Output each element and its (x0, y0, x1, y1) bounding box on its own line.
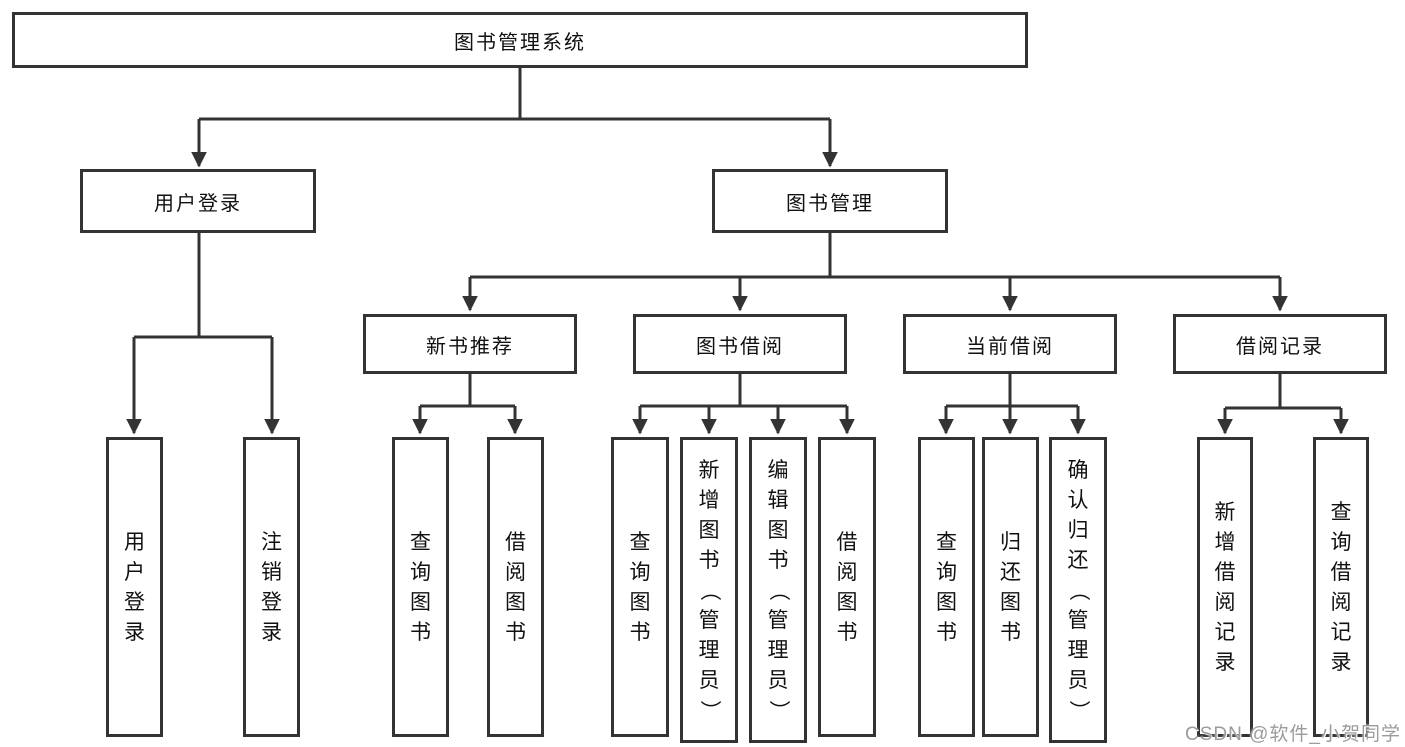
leaf-borrow-add-books-admin: 新增图书（管理员） (680, 437, 738, 743)
leaf-borrow-query-books: 查询图书 (611, 437, 669, 737)
node-new-book-recommend-label: 新书推荐 (426, 335, 514, 358)
leaf-current-confirm-return-admin: 确认归还（管理员） (1049, 437, 1107, 743)
csdn-watermark: CSDN @软件_小贺同学 (1185, 724, 1401, 745)
node-user-login-label: 用户登录 (154, 192, 242, 215)
leaf-borrow-borrow-books-label: 借阅图书 (836, 530, 858, 644)
leaf-user-login-label: 用户登录 (124, 530, 145, 644)
connector-cat4-rail (1225, 374, 1341, 410)
node-root-label: 图书管理系统 (454, 31, 586, 54)
node-new-book-recommend: 新书推荐 (363, 314, 577, 374)
leaf-user-login: 用户登录 (106, 437, 163, 737)
leaf-borrow-add-books-admin-label: 新增图书（管理员） (697, 458, 721, 721)
leaf-recommend-query-books: 查询图书 (392, 437, 449, 737)
node-root-system: 图书管理系统 (12, 12, 1028, 68)
node-borrow-records-label: 借阅记录 (1236, 335, 1324, 358)
leaf-current-query-books: 查询图书 (918, 437, 975, 737)
leaf-current-return-books-label: 归还图书 (1000, 530, 1021, 644)
leaf-records-add-record-label: 新增借阅记录 (1214, 500, 1236, 674)
node-current-borrow: 当前借阅 (903, 314, 1117, 374)
leaf-recommend-query-books-label: 查询图书 (410, 530, 431, 644)
node-book-management-branch: 图书管理 (712, 169, 948, 233)
node-book-borrow: 图书借阅 (633, 314, 847, 374)
leaf-logout-label: 注销登录 (261, 530, 282, 644)
connector-root-rail (199, 68, 830, 121)
connector-login-rail (134, 233, 272, 339)
connector-cat1-rail (420, 374, 515, 408)
leaf-records-query-record-label: 查询借阅记录 (1330, 500, 1352, 674)
node-book-management-label: 图书管理 (786, 192, 874, 215)
leaf-records-query-record: 查询借阅记录 (1313, 437, 1369, 737)
leaf-records-add-record: 新增借阅记录 (1197, 437, 1253, 737)
node-current-borrow-label: 当前借阅 (966, 335, 1054, 358)
node-book-borrow-label: 图书借阅 (696, 335, 784, 358)
leaf-borrow-edit-books-admin: 编辑图书（管理员） (749, 437, 807, 743)
leaf-current-return-books: 归还图书 (982, 437, 1039, 737)
leaf-logout: 注销登录 (243, 437, 300, 737)
leaf-borrow-edit-books-admin-label: 编辑图书（管理员） (766, 458, 790, 721)
leaf-current-confirm-return-admin-label: 确认归还（管理员） (1066, 458, 1090, 721)
leaf-recommend-borrow-books: 借阅图书 (487, 437, 544, 737)
node-borrow-records: 借阅记录 (1173, 314, 1387, 374)
connector-cat2-rail (640, 374, 847, 408)
connector-cat3-rail (946, 374, 1078, 408)
leaf-current-query-books-label: 查询图书 (936, 530, 957, 644)
leaf-recommend-borrow-books-label: 借阅图书 (505, 530, 526, 644)
node-user-login-branch: 用户登录 (80, 169, 316, 233)
leaf-borrow-query-books-label: 查询图书 (629, 530, 651, 644)
connector-management-rail (470, 233, 1280, 279)
leaf-borrow-borrow-books: 借阅图书 (818, 437, 876, 737)
